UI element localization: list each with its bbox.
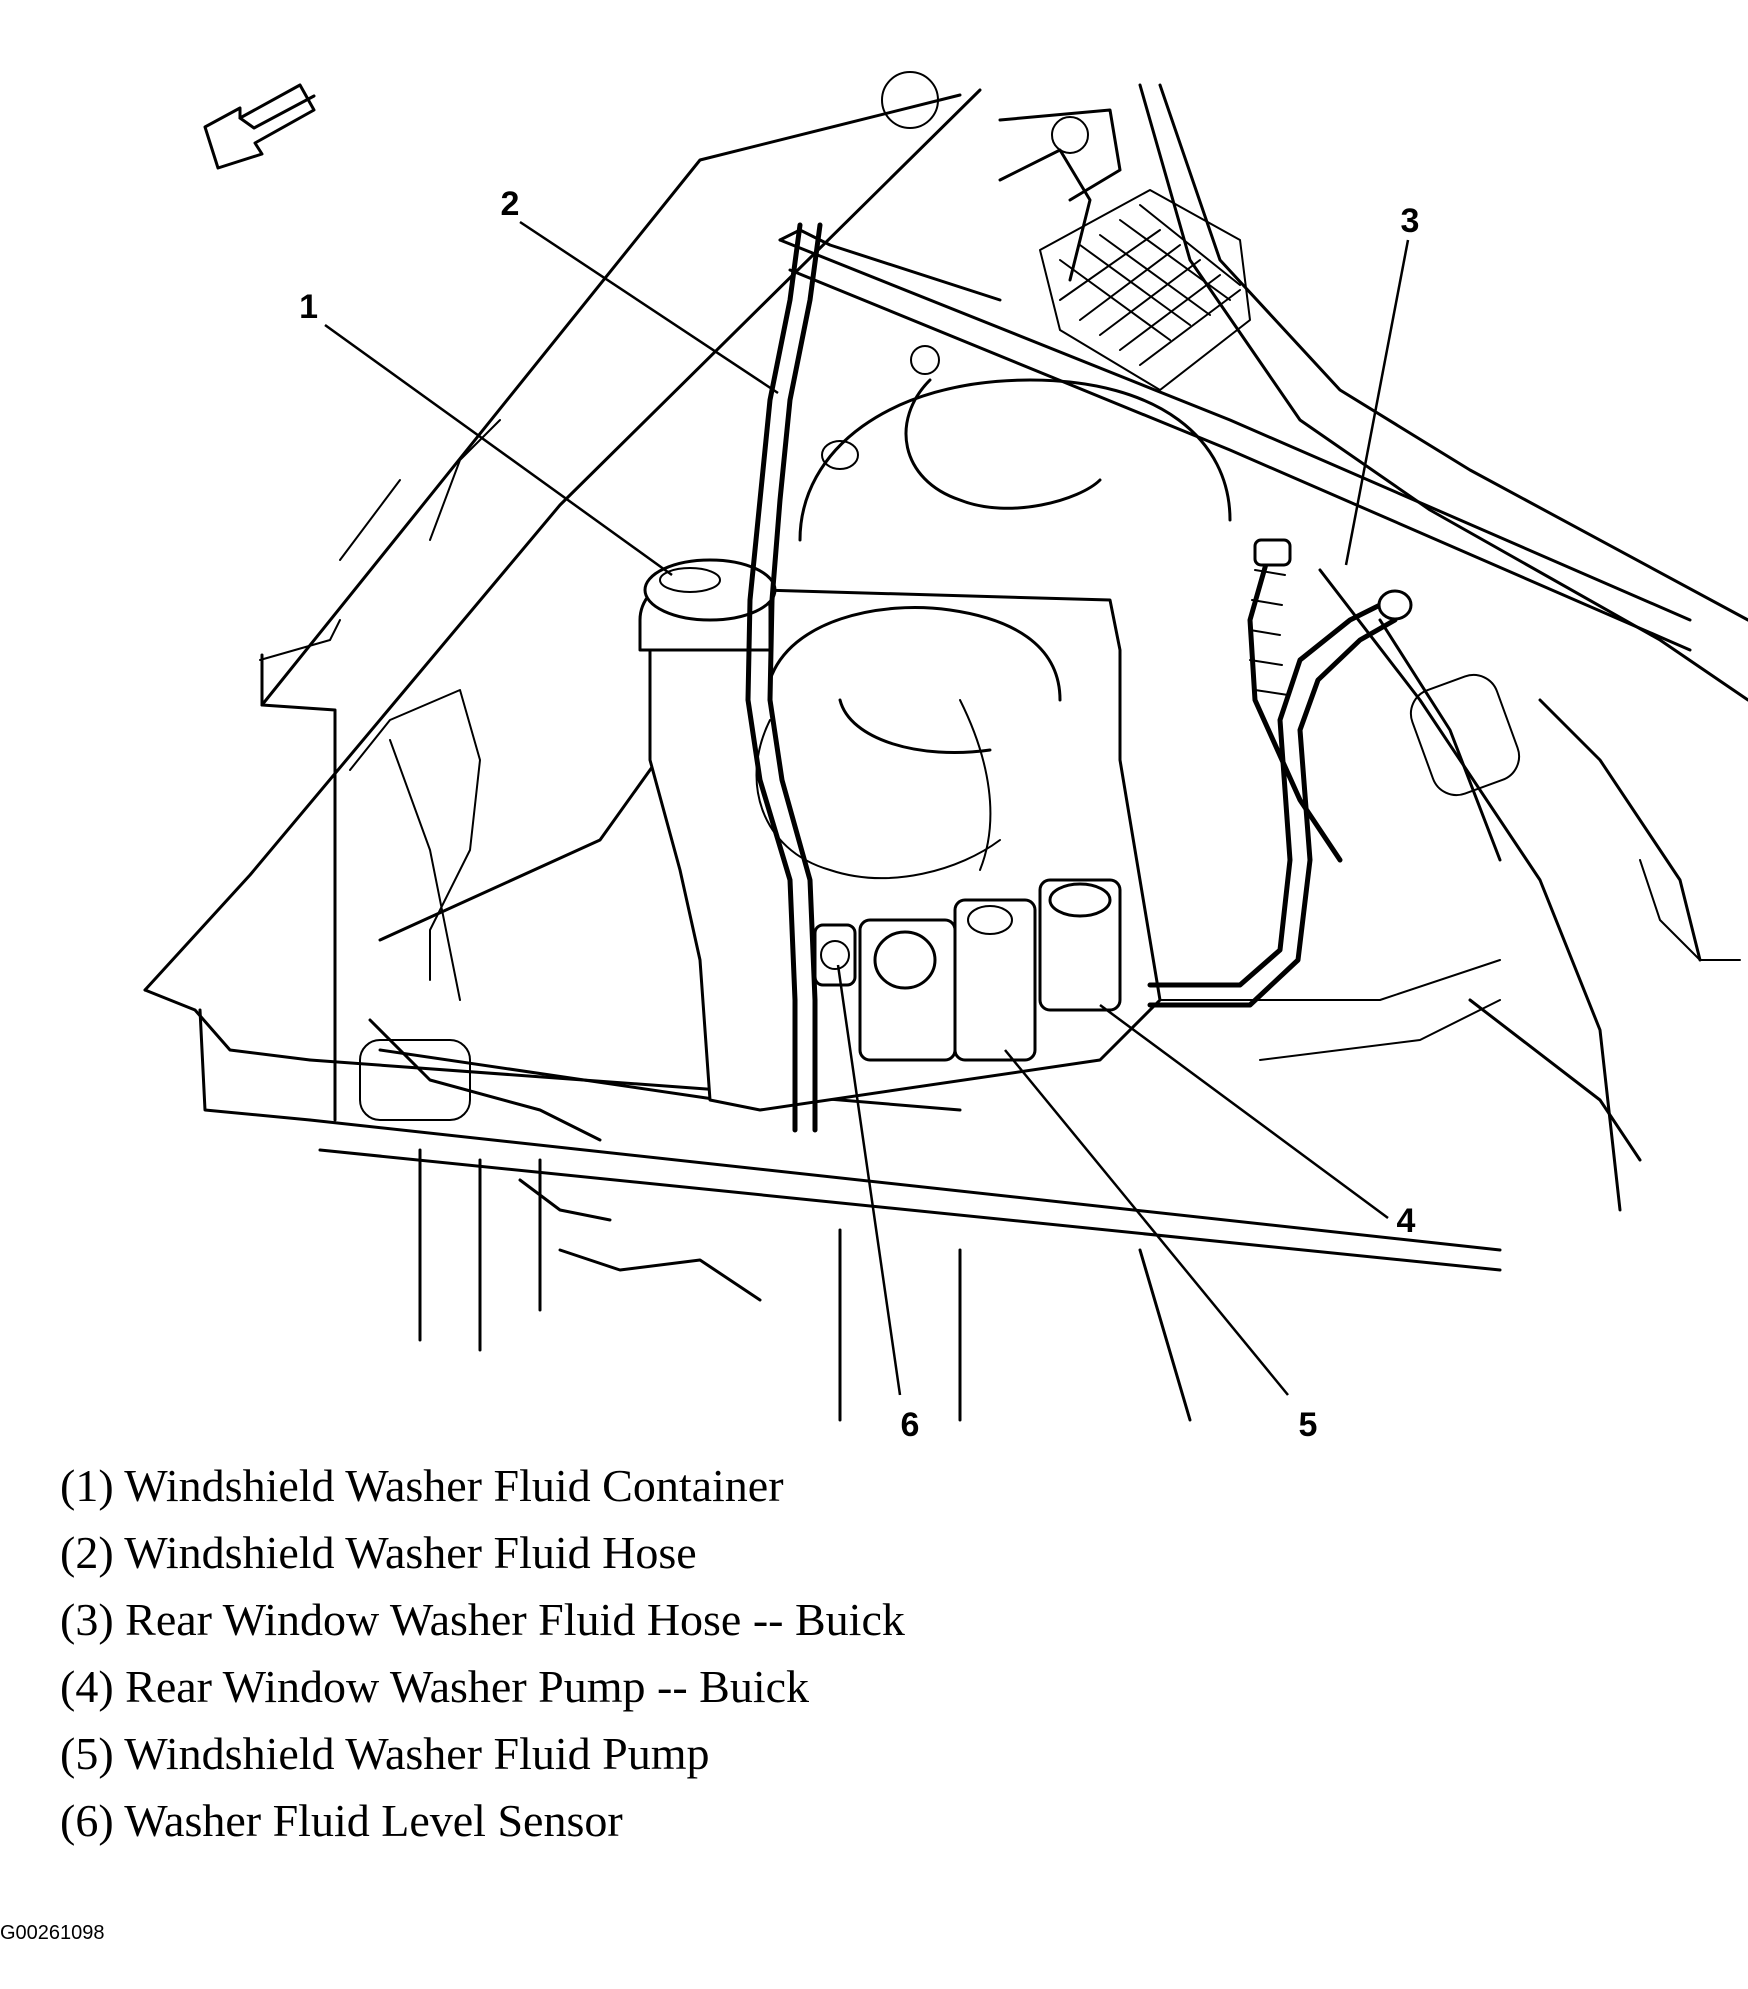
callout-2: 2 [501,185,520,223]
legend-item-4: (4) Rear Window Washer Pump -- Buick [60,1661,810,1712]
rear-window-washer-fluid-hose [1147,589,1413,1008]
right-fender-structure [1099,568,1741,1212]
wiring-harness [1247,538,1343,863]
callout-1: 1 [299,288,318,326]
callout-4: 4 [1397,1202,1416,1240]
callout-5: 5 [1299,1406,1318,1444]
callout-6: 6 [901,1406,920,1444]
legend-item-1: (1) Windshield Washer Fluid Container [60,1460,784,1511]
figure-id: G00261098 [0,1922,105,1944]
legend-item-5: (5) Windshield Washer Fluid Pump [60,1728,710,1779]
pump-cluster [813,878,1122,1062]
legend-item-6: (6) Washer Fluid Level Sensor [60,1795,623,1846]
legend-item-3: (3) Rear Window Washer Fluid Hose -- Bui… [60,1594,905,1645]
forward-direction-arrow-icon [203,83,316,170]
cowl-and-windshield-frame [778,71,1748,702]
callout-leader-lines [324,220,1410,1396]
washer-system-illustration: 1 2 3 4 5 6 [143,71,1748,1444]
windshield-washer-fluid-hose [745,222,1002,1133]
component-legend: (1) Windshield Washer Fluid Container (2… [60,1452,905,1854]
callout-3: 3 [1401,202,1420,240]
legend-item-2: (2) Windshield Washer Fluid Hose [60,1527,697,1578]
